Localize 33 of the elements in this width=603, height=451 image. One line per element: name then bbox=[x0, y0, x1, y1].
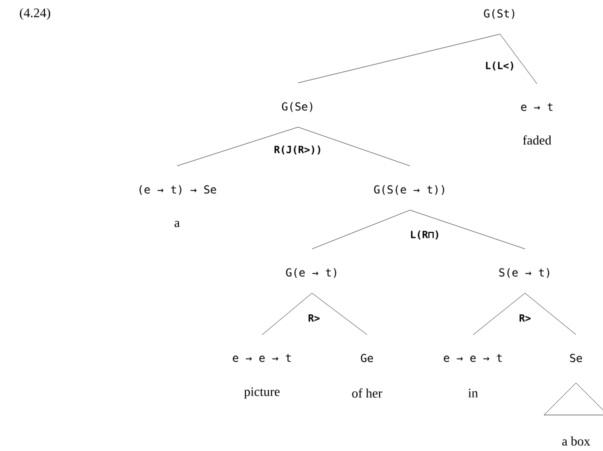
type-label: (e → t) → Se bbox=[140, 185, 216, 195]
branch-line bbox=[524, 292, 576, 335]
combinator-label: R> bbox=[308, 314, 320, 322]
combinator-label: L(R⊓) bbox=[411, 230, 438, 240]
type-label: e → e → t bbox=[444, 354, 502, 362]
branch-line bbox=[500, 34, 538, 84]
branch-line bbox=[410, 210, 526, 250]
branch-line bbox=[298, 126, 410, 166]
combinator-label: R(J(R>)) bbox=[274, 146, 320, 154]
type-label: G(St) bbox=[484, 9, 514, 19]
word-label: picture bbox=[244, 387, 280, 399]
branch-line bbox=[176, 126, 298, 166]
word-label: a box bbox=[562, 436, 590, 446]
word-label: faded bbox=[522, 135, 552, 145]
type-label: G(e → t) bbox=[286, 268, 336, 278]
type-label: Se bbox=[570, 354, 582, 362]
type-label: G(S(e → t)) bbox=[374, 185, 444, 195]
word-label: a bbox=[174, 220, 180, 228]
combinator-label: R> bbox=[520, 314, 531, 322]
branch-line bbox=[472, 292, 526, 336]
word-label: of her bbox=[352, 388, 382, 398]
type-label: G(Se) bbox=[282, 102, 312, 112]
example-number: (4.24) bbox=[20, 8, 50, 20]
word-label: in bbox=[468, 388, 478, 398]
combinator-label: L(L<) bbox=[486, 62, 514, 70]
branch-line bbox=[312, 210, 410, 250]
type-label: S(e → t) bbox=[499, 268, 550, 278]
type-label: e → t bbox=[521, 103, 552, 111]
branch-line bbox=[262, 292, 312, 336]
type-label: e → e → t bbox=[232, 354, 291, 362]
branch-line bbox=[312, 292, 368, 335]
branch-line bbox=[298, 34, 500, 84]
type-label: Ge bbox=[360, 354, 373, 362]
